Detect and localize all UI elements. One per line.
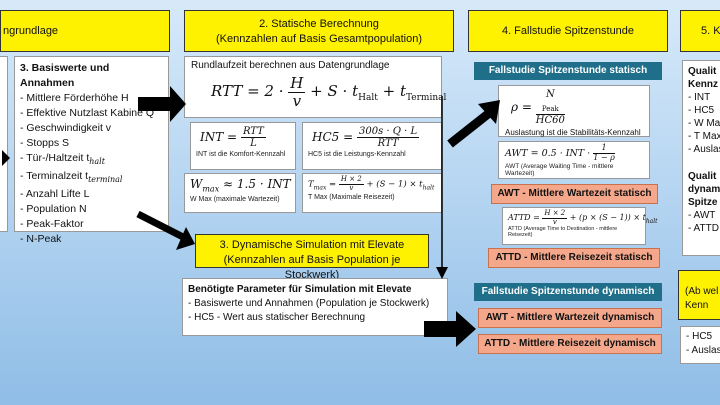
basis-item: - Terminalzeit tterminal	[20, 170, 123, 185]
dyn-header: 3. Dynamische Simulation mit Elevate (Ke…	[195, 234, 429, 281]
basis-item: - Population N	[20, 203, 87, 216]
right-item: Qualit	[688, 171, 717, 182]
header-fuenf-label: 5. K	[701, 25, 720, 37]
basis-item: - Tür-/Haltzeit thalt	[20, 152, 105, 167]
attd-caption: ATTD (Average Time to Destination - mitt…	[508, 226, 618, 239]
basis-list: - Mittlere Förderhöhe H - Effektive Nutz…	[20, 91, 163, 247]
int-caption: INT ist die Komfort-Kennzahl	[196, 151, 286, 158]
header-fallstudie: 4. Fallstudie Spitzenstunde	[468, 10, 668, 52]
dyn-param-box: Benötigte Parameter für Simulation mit E…	[182, 278, 448, 336]
header-fuenf: 5. K	[680, 10, 720, 52]
header-statisch-subtitle: (Kennzahlen auf Basis Gesamtpopulation)	[215, 32, 423, 45]
awt-caption: AWT (Average Waiting Time - mittlere War…	[505, 162, 614, 177]
rtt-caption: Rundlaufzeit berechnen aus Datengrundlag…	[191, 60, 390, 71]
right-item: dynam	[688, 184, 720, 195]
right-quality-box: Qualit Kennz - INT - HC5 - W Ma - T Max …	[682, 60, 720, 256]
wmax-caption: W Max (maximale Wartezeit)	[190, 196, 280, 204]
left-stub-box	[0, 56, 8, 232]
arrow-hc5-to-static-head	[478, 100, 500, 124]
header-statisch: 2. Statische Berechnung (Kennzahlen auf …	[184, 10, 454, 52]
basis-item: - N-Peak	[20, 233, 62, 246]
attd-static-label: ATTD - Mittlere Reisezeit statisch	[488, 248, 660, 268]
basis-item: - Peak-Faktor	[20, 218, 84, 231]
basis-box: 3. Basiswerte und Annahmen - Mittlere Fö…	[14, 56, 169, 245]
right-item: - W Ma	[688, 118, 720, 129]
dyn-header-title: 3. Dynamische Simulation mit Elevate	[219, 239, 405, 251]
right-item: - Auslas	[688, 144, 720, 155]
static-fs-title: Fallstudie Spitzenstunde statisch	[474, 62, 662, 80]
arrow-left-stub	[2, 150, 10, 166]
awt-dynamic-label: AWT - Mittlere Wartezeit dynamisch	[478, 308, 662, 328]
dyn-param-title: Benötigte Parameter für Simulation mit E…	[188, 284, 412, 295]
right-yellow-line: Kenn	[685, 299, 709, 311]
tmax-caption: T Max (Maximale Reisezeit)	[308, 194, 395, 202]
right-item: - HC5	[688, 105, 715, 116]
header-statisch-title: 2. Statische Berechnung	[259, 18, 379, 30]
right-bottom-box: - HC5 - Auslas	[680, 326, 720, 364]
rho-caption: Auslastung ist die Stabilitäts-Kennzahl	[505, 127, 641, 137]
right-item: - ATTD	[688, 223, 719, 234]
right-yellow-box: (Ab wel Kenn	[678, 270, 720, 320]
header-grundlage: ngrundlage	[0, 10, 170, 52]
hc5-caption: HC5 ist die Leistungs-Kennzahl	[308, 151, 406, 158]
dynamic-fs-title: Fallstudie Spitzenstunde dynamisch	[474, 283, 662, 301]
right-item: - Auslas	[686, 345, 720, 356]
arrow-basis-to-rtt	[138, 86, 186, 122]
rtt-box: Rundlaufzeit berechnen aus Datengrundlag…	[184, 56, 447, 118]
wmax-formula: Wmax ≈ 1.5 · INT	[190, 177, 291, 194]
awt-static-label: AWT - Mittlere Wartezeit statisch	[491, 184, 658, 204]
arrow-hc5-to-static	[447, 110, 491, 148]
basis-item: - Anzahl Lifte L	[20, 188, 90, 201]
basis-item: - Stopps S	[20, 137, 70, 149]
attd-dynamic-label: ATTD - Mittlere Reisezeit dynamisch	[478, 334, 662, 354]
arrow-dynamic-to-results	[424, 311, 476, 347]
right-item: Spitze	[688, 197, 718, 208]
right-item: - INT	[688, 92, 711, 103]
basis-title: 3. Basiswerte und Annahmen	[20, 62, 110, 89]
dyn-header-subtitle: (Kennzahlen auf Basis Population je Stoc…	[223, 253, 401, 281]
basis-item: - Mittlere Förderhöhe H	[20, 92, 129, 104]
arrow-basis-to-dynamic	[136, 210, 187, 242]
dyn-param-item: - Basiswerte und Annahmen (Population je…	[188, 298, 430, 309]
basis-item: - Geschwindigkeit v	[20, 122, 112, 134]
right-item: - T Max	[688, 131, 720, 142]
right-item: - HC5	[686, 331, 713, 342]
right-item: - AWT	[688, 210, 716, 221]
header-grundlage-label: ngrundlage	[3, 25, 59, 37]
wmax-box: Wmax ≈ 1.5 · INT W Max (maximale Warteze…	[184, 173, 296, 213]
arrow-basis-to-dynamic-head	[176, 227, 195, 250]
right-item: Qualit	[688, 66, 717, 77]
dyn-param-item: - HC5 - Wert aus statischer Berechnung	[188, 312, 366, 323]
right-yellow-line: (Ab wel	[685, 286, 719, 297]
basis-item: - Effektive Nutzlast Kabine Q	[20, 107, 155, 119]
header-fallstudie-label: 4. Fallstudie Spitzenstunde	[501, 25, 635, 37]
right-item: Kennz	[688, 79, 718, 90]
